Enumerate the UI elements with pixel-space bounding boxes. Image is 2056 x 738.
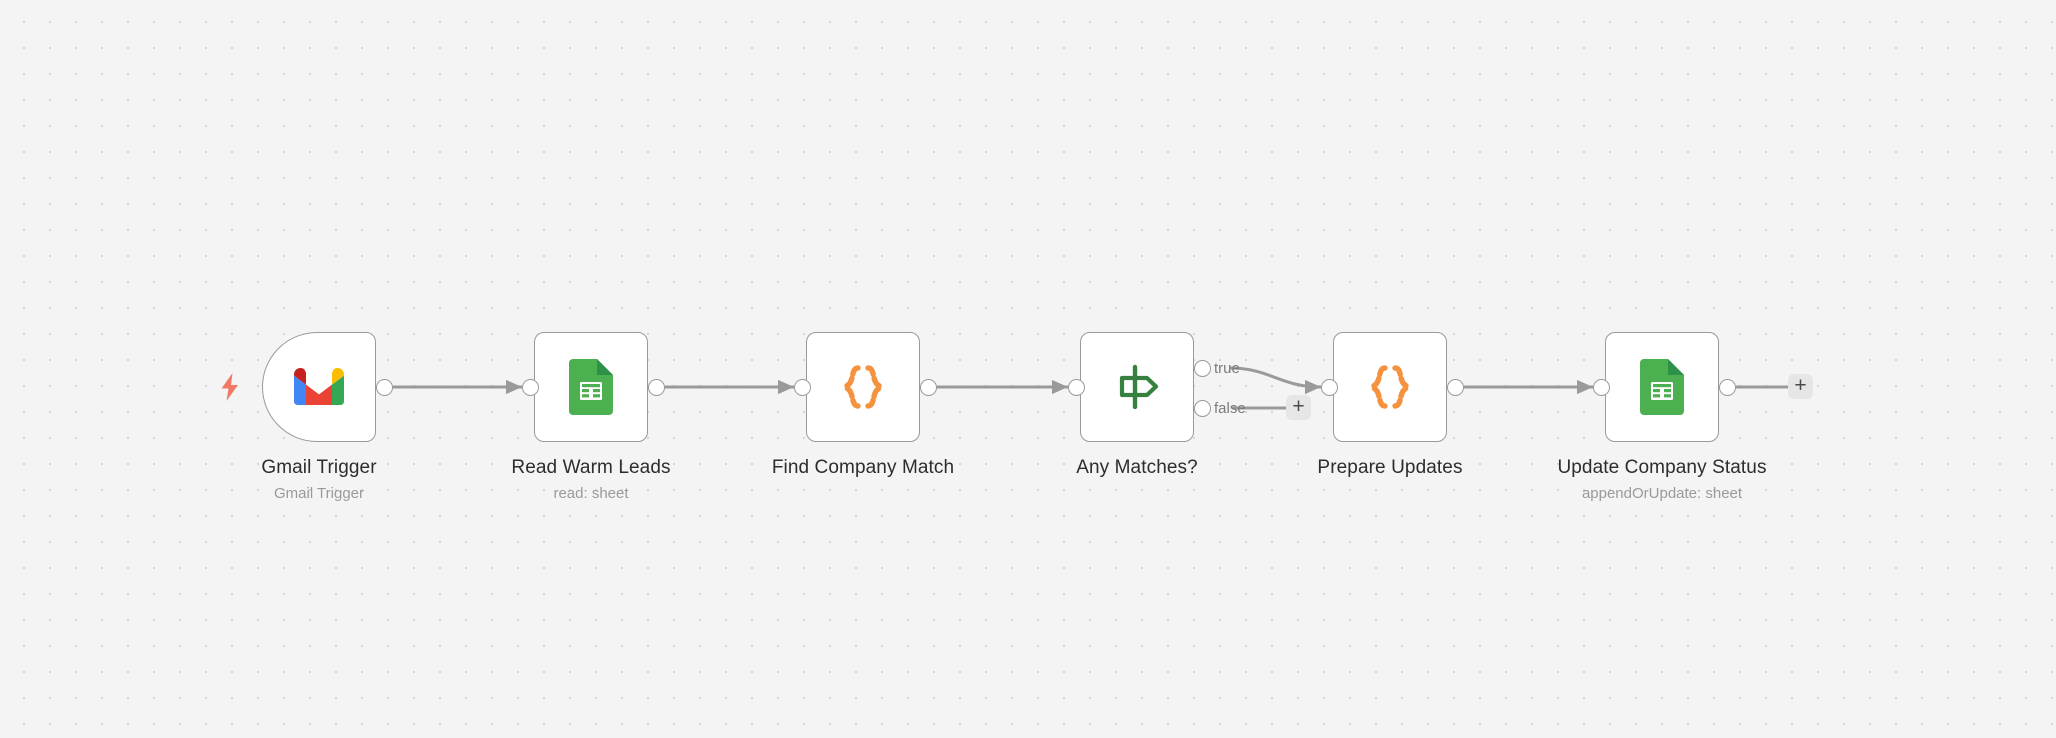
code-braces-icon (836, 360, 890, 414)
port-label-false: false (1214, 400, 1246, 417)
output-port-any-matches-false[interactable] (1194, 400, 1211, 417)
code-braces-icon (1363, 360, 1417, 414)
output-port-any-matches-true[interactable] (1194, 360, 1211, 377)
node-update-company-status[interactable] (1605, 332, 1719, 442)
node-any-matches[interactable] (1080, 332, 1194, 442)
node-title-find-company-match: Find Company Match (771, 457, 955, 478)
node-subtitle-gmail-trigger: Gmail Trigger (273, 485, 365, 502)
output-port-find-company-match[interactable] (920, 379, 937, 396)
node-title-update-company-status: Update Company Status (1557, 457, 1767, 478)
node-title-gmail-trigger: Gmail Trigger (261, 457, 377, 478)
google-sheets-icon (564, 359, 618, 415)
node-subtitle-update-company-status: appendOrUpdate: sheet (1581, 485, 1743, 502)
node-read-warm-leads[interactable] (534, 332, 648, 442)
node-find-company-match[interactable] (806, 332, 920, 442)
output-port-update-company-status[interactable] (1719, 379, 1736, 396)
gmail-icon (292, 360, 346, 414)
add-node-button-end[interactable]: + (1788, 374, 1813, 399)
output-port-gmail-trigger[interactable] (376, 379, 393, 396)
input-port-any-matches[interactable] (1068, 379, 1085, 396)
lightning-bolt-icon (218, 372, 242, 407)
output-port-prepare-updates[interactable] (1447, 379, 1464, 396)
signpost-icon (1110, 360, 1164, 414)
add-node-button-false-branch[interactable]: + (1286, 395, 1311, 420)
port-label-true: true (1214, 360, 1240, 377)
input-port-read-warm-leads[interactable] (522, 379, 539, 396)
input-port-find-company-match[interactable] (794, 379, 811, 396)
edge-if-true-to-prepare (1229, 366, 1322, 395)
node-title-any-matches: Any Matches? (1076, 457, 1198, 478)
node-gmail-trigger[interactable] (262, 332, 376, 442)
google-sheets-icon (1635, 359, 1689, 415)
node-subtitle-read-warm-leads: read: sheet (553, 485, 629, 502)
node-title-prepare-updates: Prepare Updates (1317, 457, 1463, 478)
input-port-prepare-updates[interactable] (1321, 379, 1338, 396)
node-prepare-updates[interactable] (1333, 332, 1447, 442)
node-title-read-warm-leads: Read Warm Leads (511, 457, 671, 478)
output-port-read-warm-leads[interactable] (648, 379, 665, 396)
input-port-update-company-status[interactable] (1593, 379, 1610, 396)
